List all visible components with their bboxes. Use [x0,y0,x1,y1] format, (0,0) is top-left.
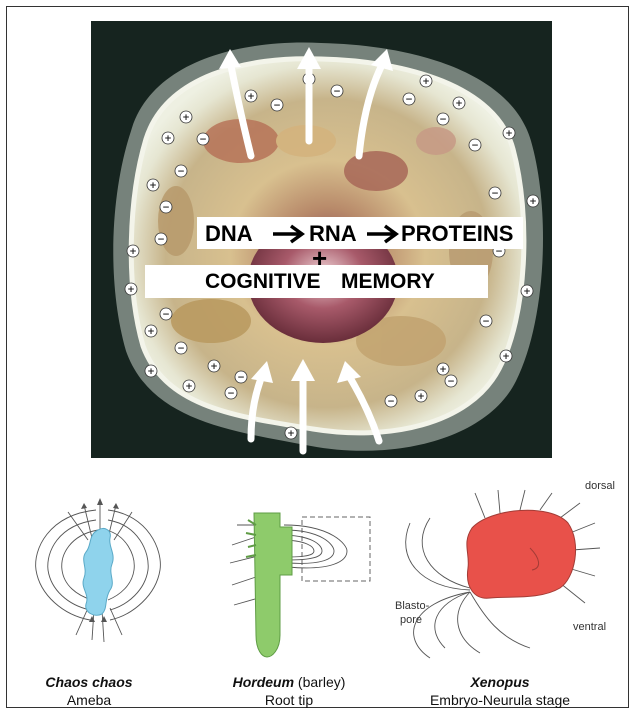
ameba-field-diagram [28,490,168,650]
svg-text:−: − [227,389,235,399]
svg-text:+: + [129,247,137,257]
svg-text:+: + [127,285,135,295]
svg-text:−: − [491,189,499,199]
svg-text:+: + [523,287,531,297]
caption-root-tip: Hordeum (barley) Root tip [214,673,364,709]
caption-ameba: Chaos chaos Ameba [24,673,154,709]
gene-expression-banner: DNA RNA PROTEINS [197,217,523,249]
cognitive-label: COGNITIVE [205,270,321,294]
svg-text:−: − [162,310,170,320]
svg-text:−: − [482,317,490,327]
svg-text:−: − [199,135,207,145]
svg-text:−: − [447,377,455,387]
svg-text:−: − [405,95,413,105]
svg-text:−: − [333,87,341,97]
svg-text:+: + [182,113,190,123]
species-extra: (barley) [294,674,345,690]
dorsal-label: dorsal [585,480,615,493]
svg-text:+: + [439,365,447,375]
svg-text:−: − [273,101,281,111]
common-name: Ameba [67,692,111,708]
svg-text:+: + [502,352,510,362]
svg-text:+: + [147,367,155,377]
svg-text:−: − [177,167,185,177]
svg-text:−: − [237,373,245,383]
svg-text:−: − [157,235,165,245]
svg-text:+: + [247,92,255,102]
svg-text:+: + [147,327,155,337]
arrow-right-icon [365,224,399,244]
common-name: Root tip [265,692,313,708]
species-name: Chaos chaos [45,674,132,690]
arrow-right-icon [271,224,305,244]
ventral-label: ventral [573,621,606,634]
caption-xenopus: Xenopus Embryo-Neurula stage [415,673,585,709]
svg-text:−: − [177,344,185,354]
cell-illustration: +++ +++ +++ +++ +++ +++ ++ −−− −−− −−− −… [91,21,552,458]
ameba-shape [83,528,113,615]
svg-text:+: + [455,99,463,109]
svg-text:+: + [529,197,537,207]
root-tip-field-diagram [222,505,382,660]
proteins-label: PROTEINS [401,221,513,247]
svg-text:−: − [387,397,395,407]
blastopore-label-line1: Blasto- [395,600,429,613]
species-name: Xenopus [470,674,529,690]
memory-label: MEMORY [341,270,435,294]
svg-text:−: − [162,203,170,213]
svg-text:+: + [185,382,193,392]
dna-label: DNA [205,221,253,247]
blastopore-label-line2: pore [400,614,422,627]
svg-text:+: + [164,134,172,144]
xenopus-shape [467,510,576,598]
root-shape [254,513,292,657]
svg-text:+: + [287,429,295,439]
svg-text:−: − [471,141,479,151]
species-name: Hordeum [233,674,294,690]
svg-text:+: + [210,362,218,372]
svg-text:+: + [505,129,513,139]
cognitive-memory-banner: COGNITIVE MEMORY [145,265,488,298]
xenopus-field-diagram [390,488,625,663]
svg-text:+: + [417,392,425,402]
common-name: Embryo-Neurula stage [430,692,570,708]
svg-text:+: + [422,77,430,87]
svg-text:+: + [149,181,157,191]
svg-text:−: − [439,115,447,125]
